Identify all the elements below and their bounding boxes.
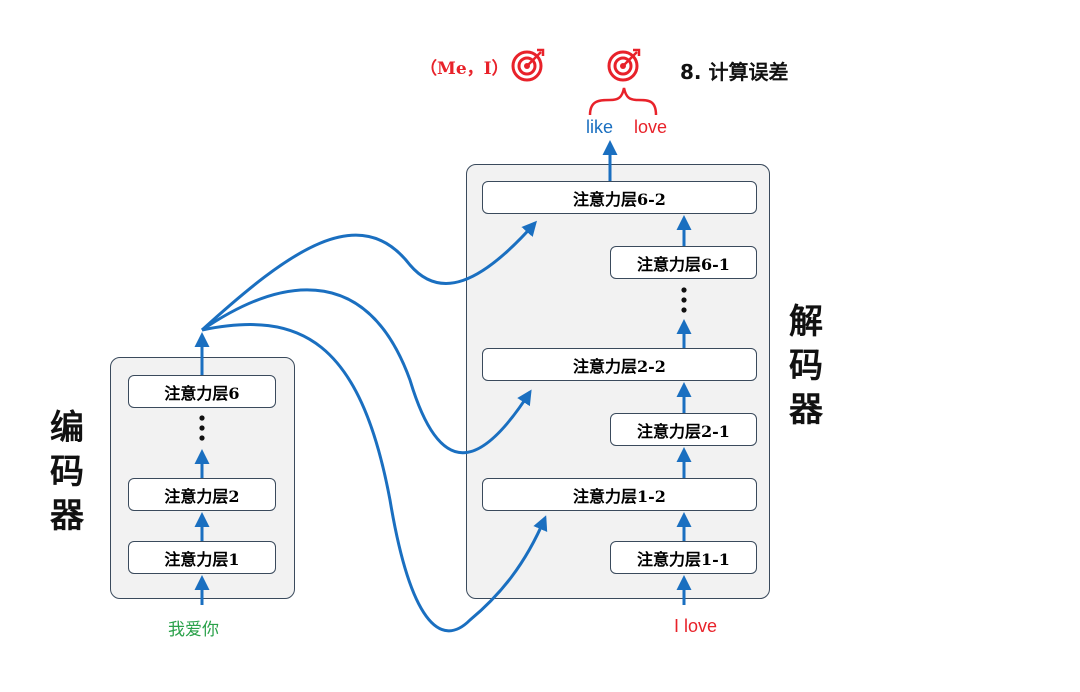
- enc-ellipsis-dot: [199, 425, 205, 431]
- dec-ellipsis-dot: [681, 307, 687, 313]
- decoder-input-text: I love: [674, 616, 718, 636]
- target-word: love: [634, 117, 668, 137]
- target-icon: [607, 48, 641, 82]
- enc-ellipsis-dot: [199, 435, 205, 441]
- decoder-label-char: 解: [789, 302, 823, 342]
- encoder-label-char: 编: [50, 408, 84, 448]
- dec-ellipsis-dot: [681, 287, 687, 293]
- decoder-label-char: 器: [789, 390, 823, 430]
- decoder-layer-2-2: 注意力层2-2: [482, 348, 757, 381]
- curve-to-layer-6-2: [200, 220, 537, 332]
- encoder-label: 编 码 器: [47, 406, 87, 538]
- encoder-layer-1: 注意力层1: [128, 541, 276, 574]
- dec-ellipsis-dot: [681, 297, 687, 303]
- curve-to-layer-2-2: [201, 288, 532, 455]
- target-icon: [511, 48, 545, 82]
- predicted-word: like: [586, 117, 614, 137]
- decoder-layer-6-2: 注意力层6-2: [482, 181, 757, 214]
- encoder-label-char: 器: [50, 496, 84, 536]
- encoder-input-text: 我爱你: [168, 620, 219, 640]
- decoder-label-char: 码: [789, 346, 823, 386]
- decoder-layer-2-1: 注意力层2-1: [610, 413, 757, 446]
- decoder-label: 解 码 器: [786, 300, 826, 432]
- decoder-layer-1-1: 注意力层1-1: [610, 541, 757, 574]
- step-title: 8. 计算误差: [680, 60, 789, 84]
- encoder-label-char: 码: [50, 452, 84, 492]
- enc-ellipsis-dot: [199, 415, 205, 421]
- curve-to-layer-1-2: [201, 323, 548, 633]
- encoder-layer-2: 注意力层2: [128, 478, 276, 511]
- encoder-layer-6: 注意力层6: [128, 375, 276, 408]
- decoder-layer-1-2: 注意力层1-2: [482, 478, 757, 511]
- error-pair: （Me，I）: [420, 59, 509, 79]
- decoder-panel: [466, 164, 770, 599]
- decoder-layer-6-1: 注意力层6-1: [610, 246, 757, 279]
- output-brace: [588, 87, 658, 116]
